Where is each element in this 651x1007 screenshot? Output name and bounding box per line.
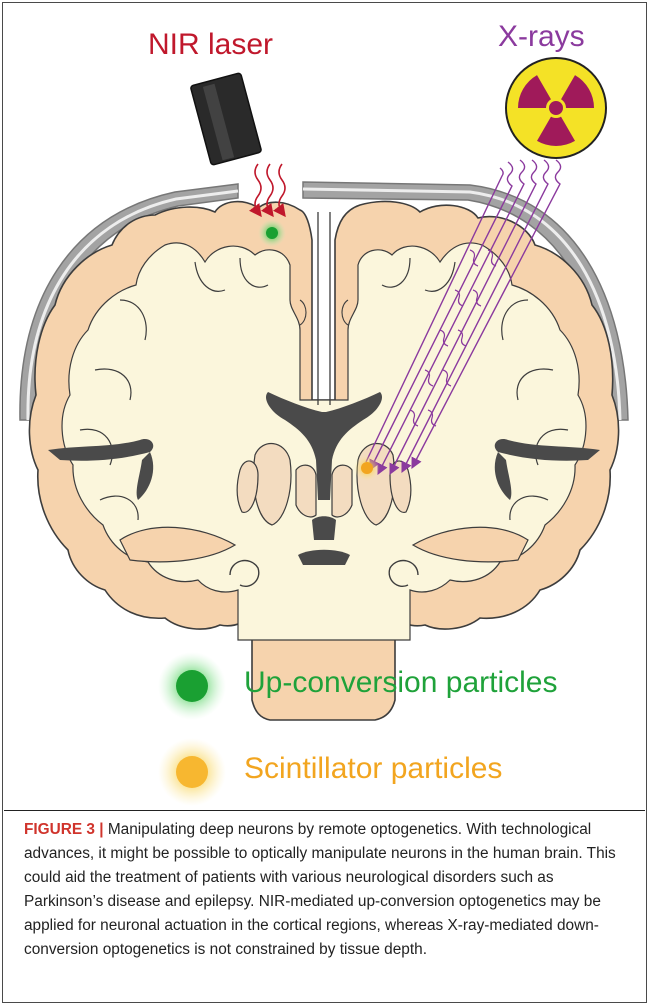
up-conversion-legend-marker (176, 670, 208, 702)
caption-text: Manipulating deep neurons by remote opto… (24, 821, 616, 958)
nir-laser-emitter (190, 73, 261, 166)
up-conversion-legend-label: Up-conversion particles (244, 666, 557, 700)
caption-divider (4, 810, 645, 811)
radiation-icon (506, 58, 606, 158)
figure-number: FIGURE 3 | (24, 821, 104, 838)
scintillator-legend-marker (176, 756, 208, 788)
nir-laser-label: NIR laser (148, 28, 273, 62)
scintillator-legend-label: Scintillator particles (244, 752, 502, 786)
x-rays-label: X-rays (498, 20, 585, 54)
figure-caption: FIGURE 3 | Manipulating deep neurons by … (24, 818, 634, 962)
